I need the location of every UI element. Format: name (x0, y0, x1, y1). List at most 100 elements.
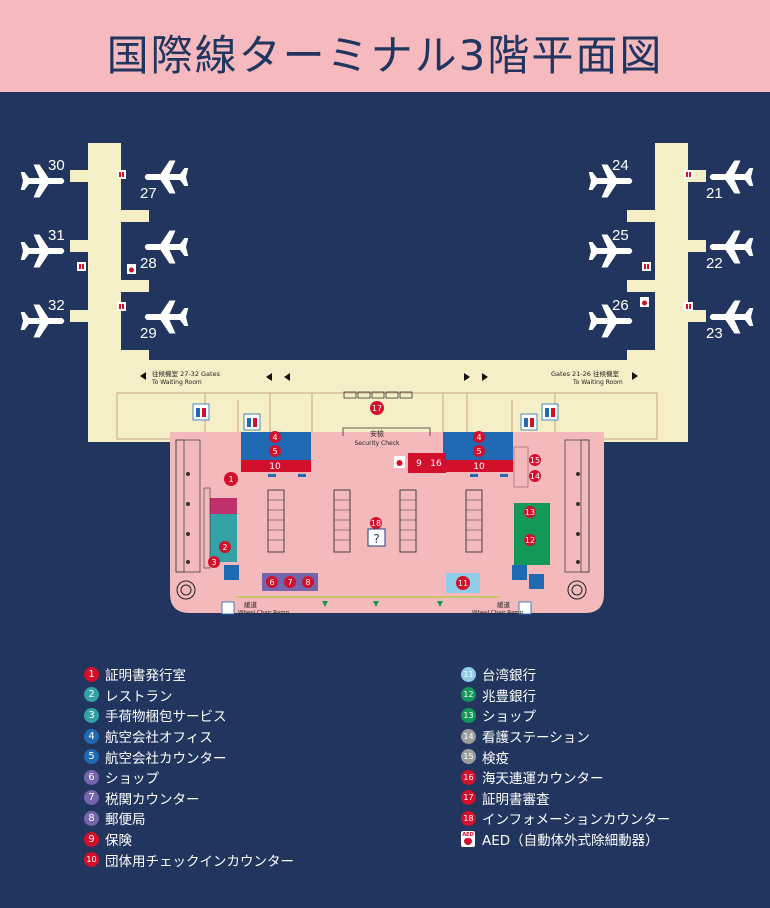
map-marker-17: 17 (370, 401, 384, 415)
legend-badge: 13 (461, 707, 476, 723)
legend-badge: 8 (84, 810, 99, 826)
restroom-icon (684, 302, 693, 311)
legend-label: インフォメーションカウンター (482, 812, 671, 829)
legend-badge: 7 (84, 790, 99, 806)
legend-label: 税関カウンター (105, 791, 200, 808)
wheelchair-icon (221, 601, 235, 615)
map-marker-9: 9 (416, 459, 422, 469)
gate-number: 29 (140, 325, 157, 342)
legend-label: 台湾銀行 (482, 668, 536, 685)
legend-badge: 10 (84, 852, 99, 868)
svg-text:3: 3 (211, 558, 216, 567)
elevator-icon (176, 580, 196, 600)
legend-label: 航空会社カウンター (105, 750, 227, 767)
gate-number: 32 (48, 297, 65, 314)
svg-text:4: 4 (476, 433, 481, 442)
security-check-label: 安檢 (370, 429, 384, 438)
svg-text:13: 13 (525, 508, 535, 517)
legend-label: 証明書審査 (482, 791, 550, 808)
map-marker-10: 10 (473, 462, 485, 472)
svg-text:15: 15 (530, 456, 540, 465)
map-marker-13: 13 (524, 506, 536, 518)
legend-badge: 12 (461, 687, 476, 703)
legend-badge: 6 (84, 769, 99, 785)
insurance-counter (408, 453, 446, 473)
left-pier (88, 143, 121, 393)
ramp-label: 緩道 (497, 600, 511, 609)
legend-badge: 17 (461, 790, 476, 806)
arrow-right-icon (482, 373, 488, 381)
gate-number: 26 (612, 297, 629, 314)
svg-text:9: 9 (416, 459, 422, 469)
legend-label: AED（自動体外式除細動器） (482, 833, 659, 850)
map-marker-10: 10 (269, 462, 281, 472)
gate-number: 30 (48, 157, 65, 174)
map-marker-5: 5 (473, 445, 485, 457)
svg-text:4: 4 (272, 433, 277, 442)
legend-label: 保険 (105, 833, 132, 850)
departure-hall (170, 432, 604, 613)
gate-direction-sign-en: To Waiting Room (151, 379, 202, 386)
map-marker-7: 7 (284, 576, 296, 588)
gate-direction-sign-en: To Waiting Room (572, 379, 623, 386)
svg-text:11: 11 (458, 579, 468, 588)
ramp-label-en: Wheel Chair Ramp (472, 610, 524, 616)
checkin-island (267, 489, 285, 553)
legend-badge: 11 (461, 666, 476, 682)
map-marker-5: 5 (269, 445, 281, 457)
map-marker-16: 16 (430, 459, 442, 469)
elevator-icon (567, 580, 587, 600)
legend-item: 11 台湾銀行 (461, 664, 670, 685)
arrow-right-icon (464, 373, 470, 381)
legend-badge: 3 (84, 707, 99, 723)
gate-number: 28 (140, 255, 157, 272)
restroom-icon (77, 262, 86, 271)
legend-label: ショップ (482, 709, 536, 726)
phone-icon (224, 565, 239, 580)
checkin-island (399, 489, 417, 553)
restroom-icon (117, 170, 126, 179)
arrow-left-icon (266, 373, 272, 381)
gate-number: 25 (612, 227, 629, 244)
map-marker-1: 1 (224, 472, 238, 486)
legend-badge: 4 (84, 728, 99, 744)
legend-label: 兆豊銀行 (482, 688, 536, 705)
map-marker-4: 4 (269, 431, 281, 443)
map-marker-18: 18 (370, 517, 382, 529)
legend-item: 12 兆豊銀行 (461, 685, 670, 706)
gate-number: 31 (48, 227, 65, 244)
checkin-island (333, 489, 351, 553)
gate-number: 21 (706, 185, 723, 202)
legend-badge: 14 (461, 728, 476, 744)
restroom-icon (520, 413, 538, 431)
legend-item: 5 航空会社カウンター (84, 746, 294, 767)
svg-text:10: 10 (269, 462, 281, 472)
map-marker-12: 12 (524, 534, 536, 546)
svg-text:8: 8 (305, 578, 310, 587)
gate-number: 27 (140, 185, 157, 202)
phone-icon (512, 565, 527, 580)
arrow-left-icon (284, 373, 290, 381)
svg-text:5: 5 (476, 447, 481, 456)
legend-label: 手荷物梱包サービス (105, 709, 227, 726)
map-marker-2: 2 (219, 541, 231, 553)
svg-text:12: 12 (525, 536, 535, 545)
svg-text:10: 10 (473, 462, 485, 472)
page-title: 国際線ターミナル3階平面図 (106, 31, 664, 80)
map-marker-14: 14 (529, 470, 541, 482)
svg-text:1: 1 (228, 475, 233, 484)
legend-badge: 5 (84, 749, 99, 765)
legend-item: 17 証明書審査 (461, 788, 670, 809)
legend-item: 13 ショップ (461, 705, 670, 726)
arrow-right-icon (632, 372, 638, 380)
map-marker-11: 11 (456, 576, 470, 590)
